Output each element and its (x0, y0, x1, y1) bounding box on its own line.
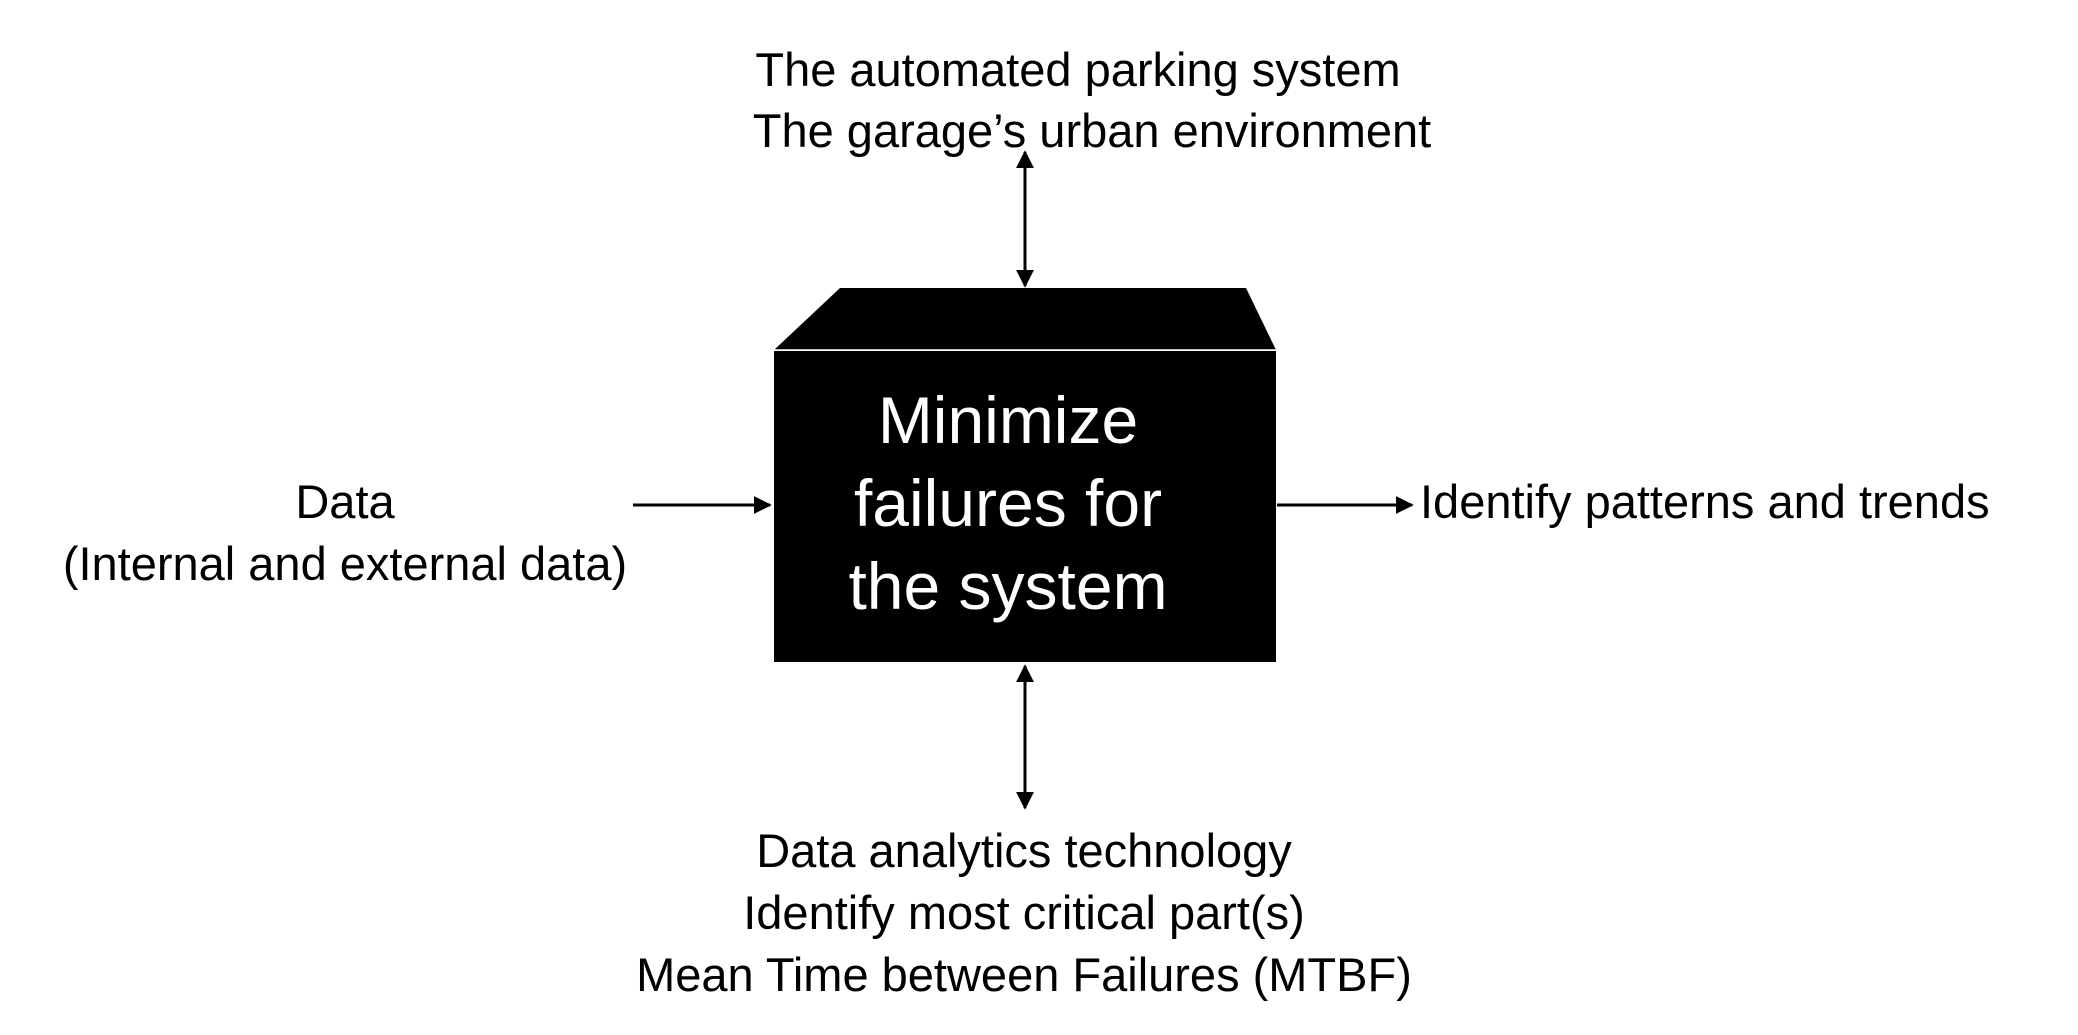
mechanism-label-2: Identify most critical part(s) (743, 886, 1305, 939)
input-label-2: (Internal and external data) (63, 537, 627, 590)
process-box-top (774, 288, 1276, 350)
process-box-front (774, 351, 1276, 662)
output-label: Identify patterns and trends (1420, 475, 1990, 528)
input-label-1: Data (295, 475, 395, 528)
control-label-2: The garage’s urban environment (753, 104, 1431, 157)
process-title-line-2: failures for (854, 466, 1162, 540)
control-label-1: The automated parking system (755, 43, 1400, 96)
process-title-line-1: Minimize (878, 383, 1138, 457)
process-title-line-3: the system (848, 549, 1167, 623)
process-box (774, 288, 1276, 662)
mechanism-label-3: Mean Time between Failures (MTBF) (636, 948, 1412, 1001)
mechanism-label-1: Data analytics technology (756, 824, 1292, 877)
